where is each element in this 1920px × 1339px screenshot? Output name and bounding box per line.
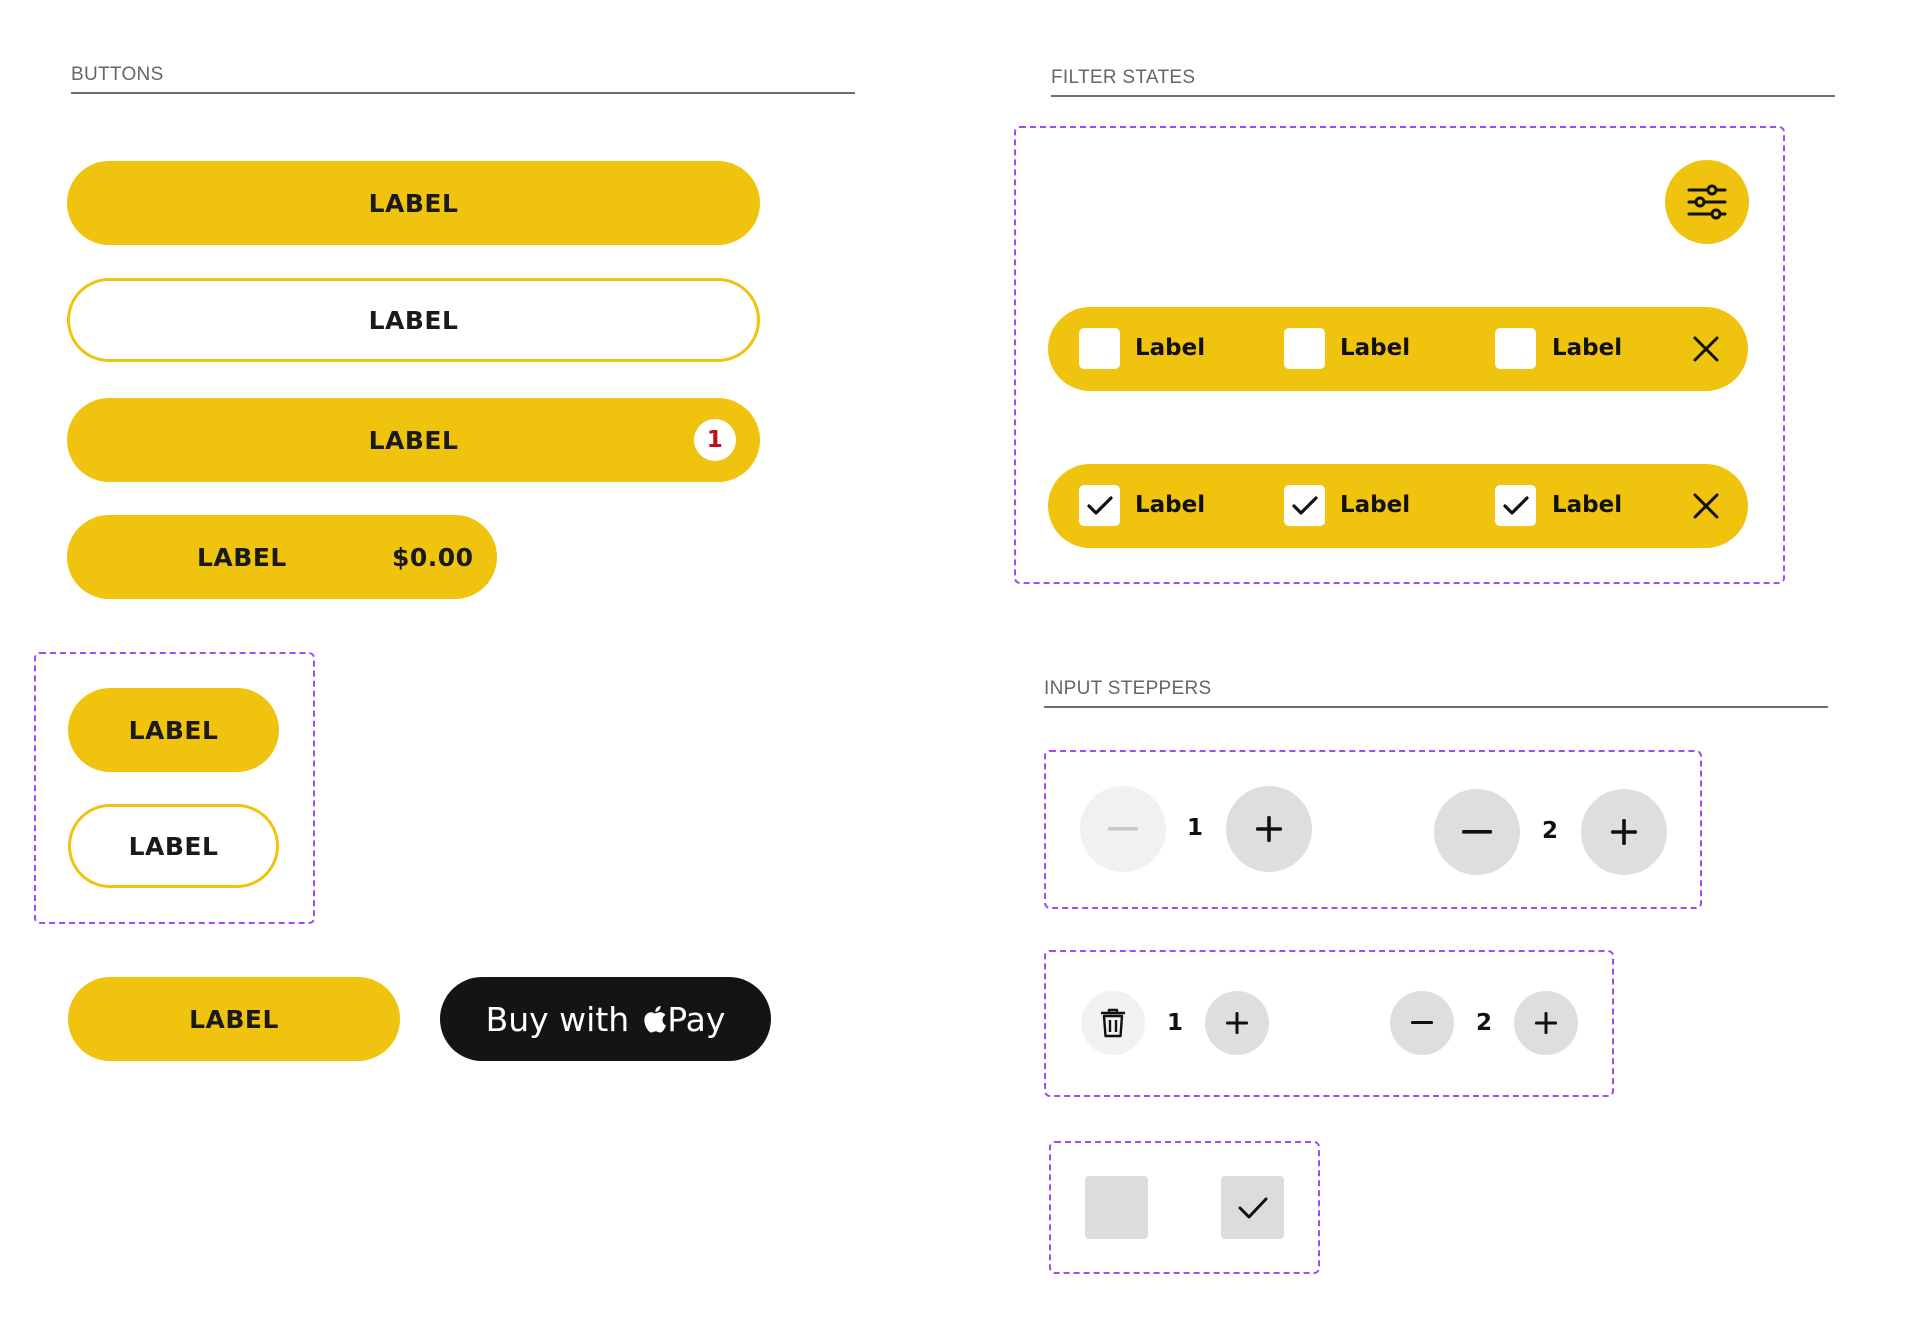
plus-button[interactable]	[1514, 991, 1578, 1055]
button-label: LABEL	[128, 715, 219, 745]
medium-primary-button[interactable]: LABEL	[68, 977, 400, 1061]
filter-label: Label	[1135, 492, 1206, 518]
filter-states-frame	[1014, 126, 1785, 584]
section-title-buttons: BUTTONS	[71, 64, 164, 85]
button-label: LABEL	[128, 831, 219, 861]
delete-button[interactable]	[1081, 991, 1145, 1055]
button-label: LABEL	[368, 305, 459, 335]
checkmark-icon	[1086, 495, 1113, 515]
filter-label: Label	[1340, 335, 1411, 361]
checkbox-squares-frame	[1049, 1141, 1320, 1274]
filter-label: Label	[1340, 492, 1411, 518]
filter-bar-unchecked: Label Label Label	[1048, 307, 1748, 391]
small-buttons-frame	[34, 652, 315, 924]
minus-button-disabled[interactable]	[1080, 786, 1166, 872]
filter-label: Label	[1552, 492, 1623, 518]
price-button[interactable]: LABEL $0.00	[67, 515, 497, 599]
filter-bar-checked: Label Label Label	[1048, 464, 1748, 548]
minus-button[interactable]	[1390, 991, 1454, 1055]
checkmark-icon	[1238, 1197, 1267, 1218]
checkmark-icon	[1291, 495, 1318, 515]
button-label: LABEL	[368, 188, 459, 218]
plus-icon	[1611, 819, 1637, 845]
button-label: LABEL	[197, 542, 287, 572]
filter-checkbox[interactable]	[1079, 328, 1120, 369]
minus-button[interactable]	[1434, 789, 1520, 875]
stepper-value: 1	[1186, 815, 1203, 841]
filter-checkbox[interactable]	[1495, 328, 1536, 369]
checkmark-icon	[1502, 495, 1529, 515]
button-label: LABEL	[189, 1004, 279, 1034]
price-value: $0.00	[392, 542, 474, 572]
section-divider	[1044, 706, 1828, 708]
filter-label: Label	[1135, 335, 1206, 361]
apple-pay-brand: Pay	[667, 999, 726, 1039]
section-divider	[1051, 95, 1835, 97]
minus-icon	[1411, 1021, 1433, 1024]
apple-pay-text: Buy with	[485, 999, 630, 1039]
plus-button[interactable]	[1226, 786, 1312, 872]
large-steppers-frame	[1044, 750, 1702, 909]
apple-pay-button[interactable]: Buy with Pay	[440, 977, 771, 1061]
filter-checkbox-checked[interactable]	[1079, 485, 1120, 526]
plus-button[interactable]	[1581, 789, 1667, 875]
small-primary-button[interactable]: LABEL	[68, 688, 279, 772]
plus-icon	[1535, 1012, 1557, 1034]
stepper-value: 2	[1475, 1010, 1492, 1036]
button-label: LABEL	[368, 425, 459, 455]
stepper-value: 1	[1166, 1010, 1183, 1036]
trash-icon	[1101, 1008, 1125, 1038]
badge-button[interactable]: LABEL 1	[67, 398, 760, 482]
small-steppers-frame	[1044, 950, 1614, 1097]
filter-checkbox-checked[interactable]	[1284, 485, 1325, 526]
close-icon[interactable]	[1691, 491, 1721, 525]
filter-button[interactable]	[1665, 160, 1749, 244]
filter-checkbox[interactable]	[1284, 328, 1325, 369]
filter-label: Label	[1552, 335, 1623, 361]
section-title-input-steppers: INPUT STEPPERS	[1044, 678, 1212, 699]
square-checkbox-checked[interactable]	[1221, 1176, 1284, 1239]
section-divider	[71, 92, 855, 94]
minus-icon	[1108, 827, 1138, 831]
stepper-value: 2	[1541, 818, 1558, 844]
minus-icon	[1462, 830, 1492, 834]
plus-icon	[1256, 816, 1282, 842]
close-icon[interactable]	[1691, 334, 1721, 368]
plus-icon	[1226, 1012, 1248, 1034]
small-outline-button[interactable]: LABEL	[68, 804, 279, 888]
outline-button[interactable]: LABEL	[67, 278, 760, 362]
square-checkbox[interactable]	[1085, 1176, 1148, 1239]
count-badge: 1	[694, 419, 736, 461]
plus-button[interactable]	[1205, 991, 1269, 1055]
section-title-filter-states: FILTER STATES	[1051, 67, 1196, 88]
filter-checkbox-checked[interactable]	[1495, 485, 1536, 526]
primary-button[interactable]: LABEL	[67, 161, 760, 245]
apple-logo-icon	[641, 1004, 667, 1034]
sliders-icon	[1687, 184, 1727, 220]
